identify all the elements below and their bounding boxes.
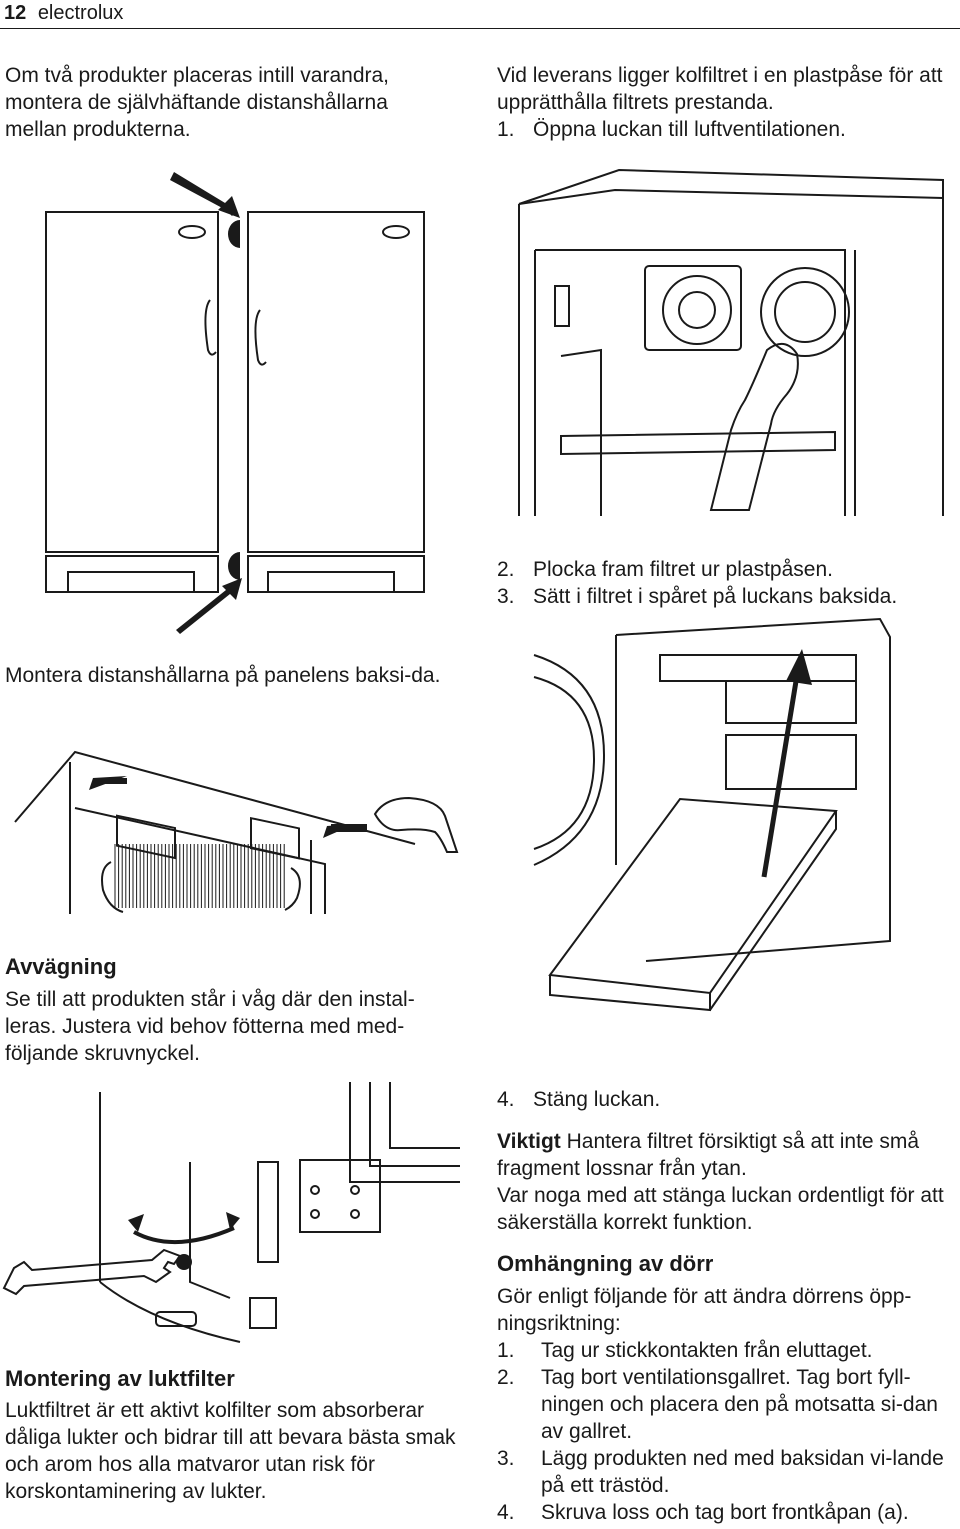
leveling-heading: Avvägning — [5, 954, 117, 979]
filter-insertion-illustration — [533, 617, 891, 1012]
step-text: Tag bort ventilationsgallret. Tag bort f… — [541, 1366, 938, 1443]
odor-filter-heading: Montering av luktfilter — [5, 1366, 235, 1391]
door-reversal-heading: Omhängning av dörr — [497, 1251, 714, 1276]
step-text: Plocka fram filtret ur plastpåsen. — [533, 558, 833, 581]
brand-name: electrolux — [37, 2, 124, 24]
step-number: 2. — [497, 1366, 515, 1389]
step-number: 4. — [497, 1088, 515, 1111]
step-3: 3. Sätt i filtret i spåret på luckans ba… — [497, 583, 957, 610]
fridge-interior-vent-illustration — [518, 168, 944, 516]
step-number: 3. — [497, 1447, 515, 1470]
step-text: Tag ur stickkontakten från eluttaget. — [541, 1339, 873, 1362]
step-1: 1. Öppna luckan till luftventilationen. — [497, 116, 957, 143]
important-text: Hantera filtret försiktigt så att inte s… — [497, 1130, 920, 1180]
step-number: 3. — [497, 585, 515, 608]
step-text: Sätt i filtret i spåret på luckans baksi… — [533, 585, 898, 608]
step-text: Öppna luckan till luftventilationen. — [533, 118, 846, 141]
page-number: 12 — [4, 2, 27, 24]
step-number: 1. — [497, 118, 515, 141]
step-text: Stäng luckan. — [533, 1088, 661, 1111]
back-panel-spacers-illustration — [14, 750, 459, 914]
odor-filter-body: Luktfiltret är ett aktivt kolfilter som … — [5, 1399, 456, 1503]
step-number: 1. — [497, 1339, 515, 1362]
step-number: 2. — [497, 558, 515, 581]
delivery-note: Vid leverans ligger kolfiltret i en plas… — [497, 64, 943, 114]
step-text: Lägg produkten ned med baksidan vi-lande… — [541, 1447, 944, 1497]
header-rule — [0, 28, 960, 29]
door-reversal-intro: Gör enligt följande för att ändra dörren… — [497, 1285, 912, 1335]
step-number: 4. — [497, 1501, 515, 1524]
step-text: Skruva loss och tag bort frontkåpan (a). — [541, 1501, 909, 1524]
important-note-2: Var noga med att stänga luckan ordentlig… — [497, 1184, 944, 1234]
important-label: Viktigt — [497, 1130, 561, 1153]
side-by-side-appliances-illustration — [45, 172, 425, 634]
leveling-foot-illustration — [2, 1082, 460, 1343]
mount-note: Montera distanshållarna på panelens baks… — [5, 664, 441, 687]
leveling-body: Se till att produkten står i våg där den… — [5, 988, 415, 1065]
step-2: 2. Plocka fram filtret ur plastpåsen. — [497, 556, 957, 583]
page-header: 12 electrolux — [4, 0, 123, 26]
important-note: Viktigt Hantera filtret försiktigt så at… — [497, 1128, 960, 1182]
intro-paragraph: Om två produkter placeras intill varandr… — [5, 64, 389, 141]
step-4: 4. Stäng luckan. — [497, 1086, 957, 1113]
condenser-coils — [101, 861, 301, 913]
